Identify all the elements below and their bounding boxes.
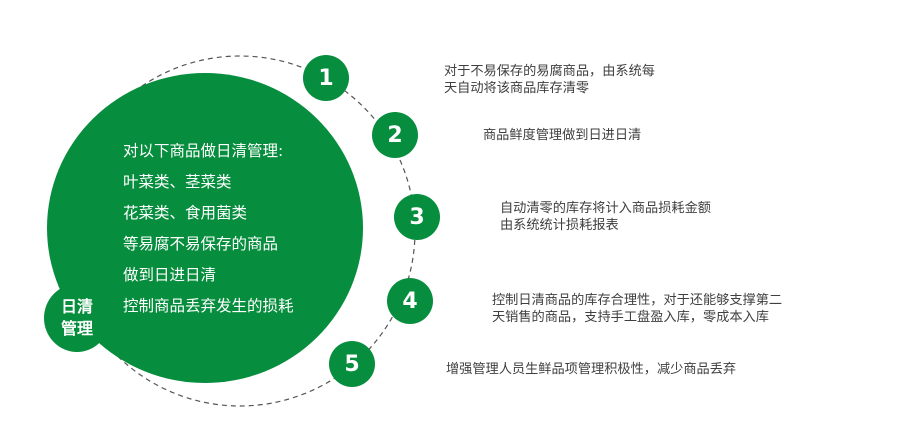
step-1-number: 1 bbox=[318, 65, 334, 91]
title-badge: 日清 管理 bbox=[44, 284, 110, 352]
step-3-number-badge: 3 bbox=[394, 194, 440, 240]
title-badge-line2: 管理 bbox=[60, 319, 93, 338]
step-4-line-2: 天销售的商品，支持手工盘盈入库，零成本入库 bbox=[492, 310, 769, 325]
step-4-description: 控制日清商品的库存合理性，对于还能够支撑第二 天销售的商品，支持手工盘盈入库，零… bbox=[492, 292, 782, 326]
center-line-6: 控制商品丢弃发生的损耗 bbox=[123, 297, 294, 315]
step-2-number: 2 bbox=[387, 122, 403, 148]
title-badge-line1: 日清 bbox=[60, 297, 93, 316]
main-circle-text: 对以下商品做日清管理: 叶菜类、茎菜类 花菜类、食用菌类 等易腐不易保存的商品 … bbox=[123, 136, 294, 322]
step-4-number: 4 bbox=[402, 288, 418, 314]
step-2-line-1: 商品鲜度管理做到日进日清 bbox=[483, 128, 642, 143]
step-4-number-badge: 4 bbox=[387, 278, 433, 324]
step-5-line-1: 增强管理人员生鲜品项管理积极性，减少商品丢弃 bbox=[446, 362, 737, 377]
step-1-description: 对于不易保存的易腐商品，由系统每 天自动将该商品库存清零 bbox=[444, 63, 655, 97]
step-1-line-2: 天自动将该商品库存清零 bbox=[444, 81, 590, 96]
center-line-4: 等易腐不易保存的商品 bbox=[123, 235, 279, 253]
step-5-description: 增强管理人员生鲜品项管理积极性，减少商品丢弃 bbox=[446, 361, 736, 378]
step-5-number-badge: 5 bbox=[329, 341, 375, 387]
step-1-number-badge: 1 bbox=[303, 55, 349, 101]
center-line-2: 叶菜类、茎菜类 bbox=[123, 173, 232, 191]
center-line-5: 做到日进日清 bbox=[123, 266, 217, 284]
step-1-line-1: 对于不易保存的易腐商品，由系统每 bbox=[444, 64, 655, 79]
step-2-description: 商品鲜度管理做到日进日清 bbox=[483, 127, 641, 144]
center-line-1: 对以下商品做日清管理: bbox=[123, 142, 284, 160]
step-3-number: 3 bbox=[409, 204, 425, 230]
center-line-3: 花菜类、食用菌类 bbox=[123, 204, 248, 222]
step-3-line-2: 由系统统计损耗报表 bbox=[500, 218, 619, 233]
step-5-number: 5 bbox=[344, 351, 360, 377]
step-3-description: 自动清零的库存将计入商品损耗金额 由系统统计损耗报表 bbox=[500, 200, 711, 234]
step-2-number-badge: 2 bbox=[372, 112, 418, 158]
step-3-line-1: 自动清零的库存将计入商品损耗金额 bbox=[500, 201, 711, 216]
step-4-line-1: 控制日清商品的库存合理性，对于还能够支撑第二 bbox=[492, 293, 783, 308]
